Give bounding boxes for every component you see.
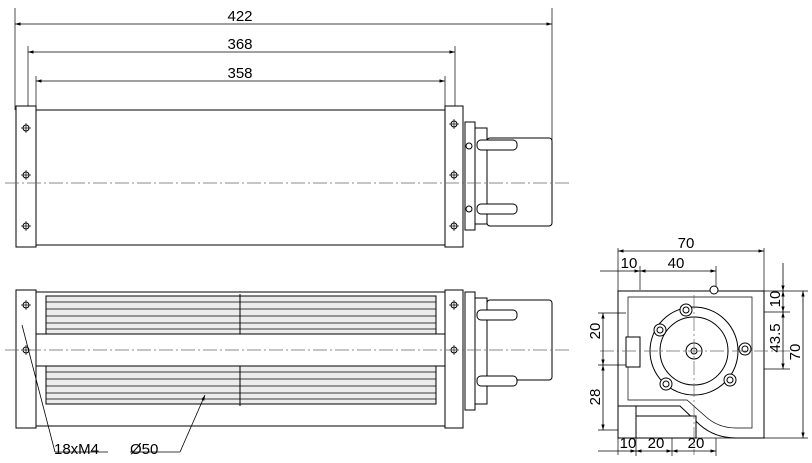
dimension-label-side-40: 40 — [668, 255, 685, 272]
mounting-holes-top — [21, 119, 459, 231]
front-view: 18xM4 Ø50 — [5, 289, 572, 458]
dimension-label-side-20-left: 20 — [587, 323, 604, 340]
dimension-label-368: 368 — [227, 36, 252, 53]
motor-assembly-top — [464, 121, 553, 231]
leader-screws — [21, 324, 56, 453]
side-view: 70 10 40 — [587, 235, 808, 456]
dimension-label-422: 422 — [227, 8, 252, 25]
dimension-label-side-20-b1: 20 — [648, 435, 665, 452]
dimension-label-side-70-right: 70 — [787, 344, 804, 361]
dimension-label-side-10-top: 10 — [621, 255, 638, 272]
leader-diameter — [179, 394, 206, 453]
dimension-label-side-10-right: 10 — [767, 291, 784, 308]
dimension-label-side-10-bottom: 10 — [620, 435, 637, 452]
right-end-plate-front — [444, 289, 464, 429]
fan-housing-top — [35, 109, 446, 246]
side-slot — [625, 336, 641, 368]
diameter-label: Ø50 — [130, 441, 158, 458]
left-end-plate-front — [15, 289, 37, 429]
dimension-label-side-70: 70 — [678, 235, 695, 252]
dimension-label-side-20-b2: 20 — [688, 435, 705, 452]
dimension-label-358: 358 — [227, 65, 252, 82]
dimension-label-side-28: 28 — [587, 389, 604, 406]
top-view: 422 368 358 — [5, 8, 572, 248]
dimension-label-side-43-5: 43.5 — [767, 323, 784, 352]
motor-assembly-front — [464, 291, 553, 411]
screws-label: 18xM4 — [54, 441, 99, 458]
